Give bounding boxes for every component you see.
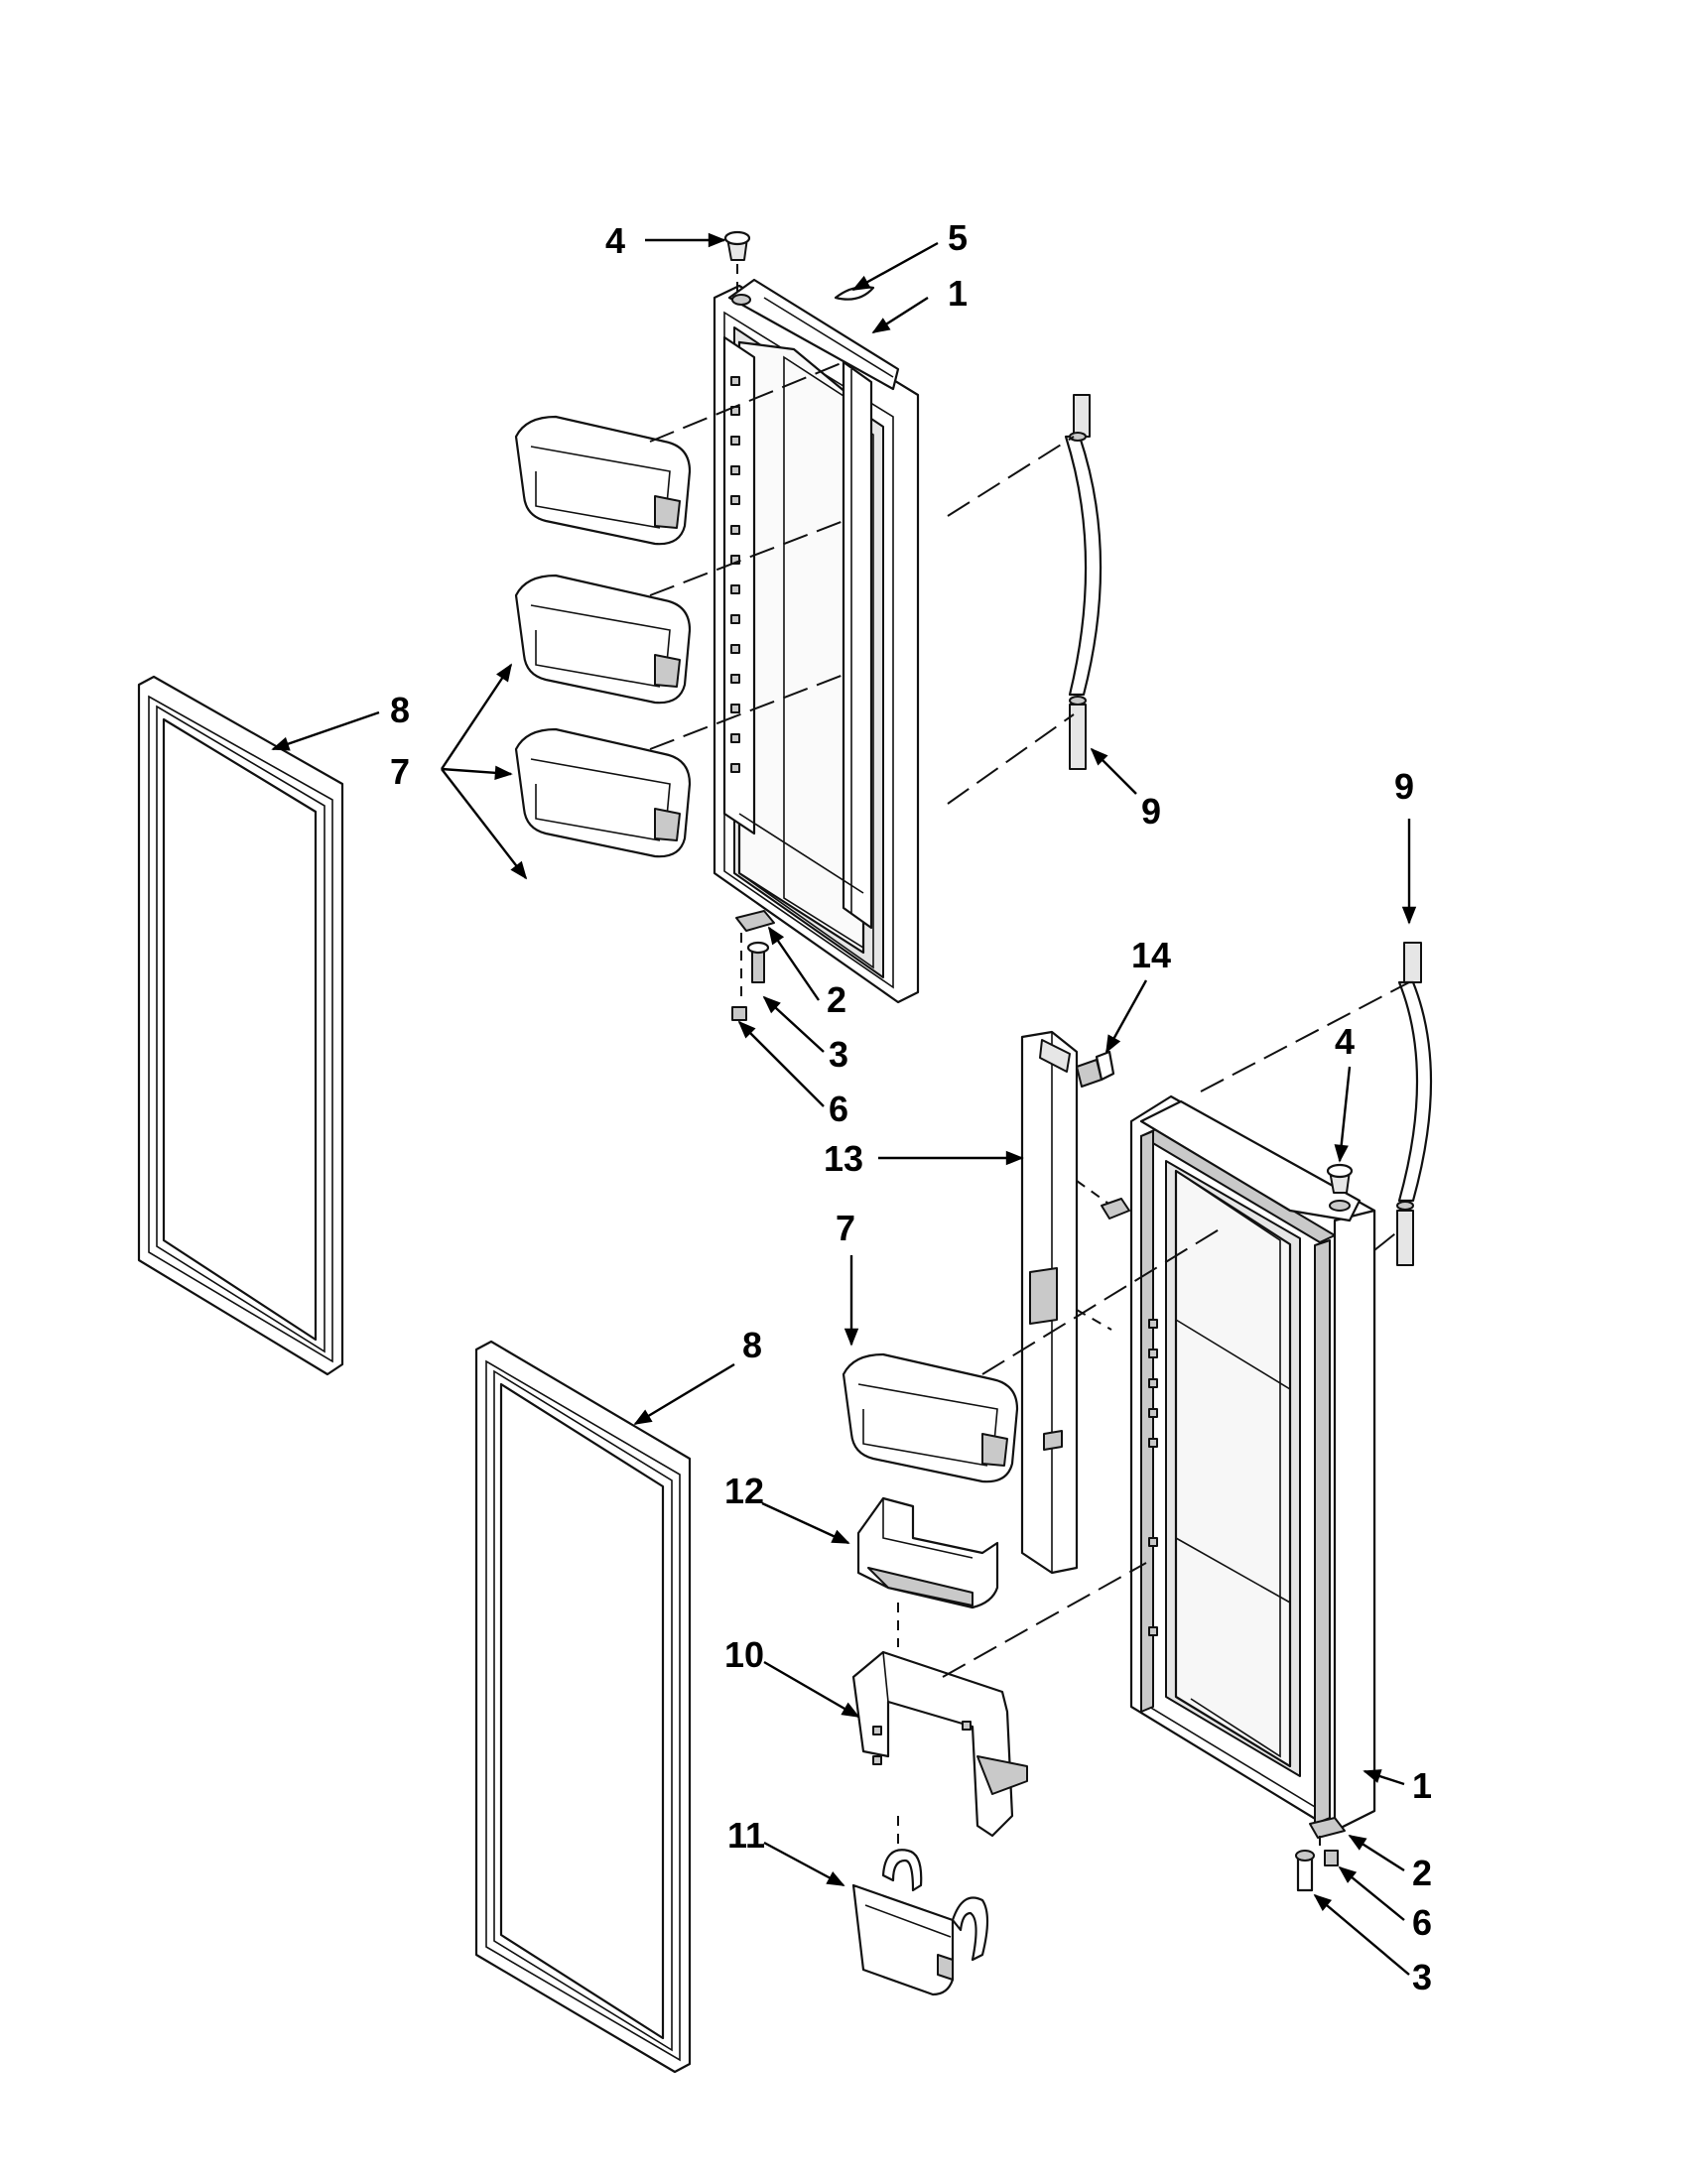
right-door-gasket xyxy=(474,1340,692,2074)
right-door-assembly xyxy=(1101,1094,1376,1892)
callout-3-left: 3 xyxy=(829,1034,848,1075)
callout-9-right: 9 xyxy=(1394,766,1414,807)
callout-10: 10 xyxy=(724,1634,764,1675)
bin-12-part xyxy=(856,1496,999,1609)
left-top-hinge-pin xyxy=(723,230,751,298)
left-handle xyxy=(947,394,1103,805)
right-door-bin xyxy=(842,1352,1019,1483)
callout-2-left: 2 xyxy=(827,979,846,1020)
shelf-peg-holes xyxy=(730,376,740,773)
callout-6-right: 6 xyxy=(1412,1902,1432,1943)
callout-11: 11 xyxy=(727,1815,765,1856)
center-mullion xyxy=(1020,1030,1112,1575)
callout-7-right: 7 xyxy=(836,1208,855,1248)
callout-2-right: 2 xyxy=(1412,1853,1432,1893)
left-door-gasket xyxy=(137,675,344,1376)
callout-3-right: 3 xyxy=(1412,1957,1432,1997)
door-bin xyxy=(514,727,692,858)
callout-4-left: 4 xyxy=(605,220,625,261)
right-top-hinge-pin xyxy=(1326,1163,1354,1194)
callout-14: 14 xyxy=(1131,935,1171,975)
bin-11-part xyxy=(851,1849,989,1996)
callout-7-left: 7 xyxy=(390,751,410,792)
callout-1-left: 1 xyxy=(948,273,968,314)
callout-13: 13 xyxy=(824,1138,863,1179)
right-handle xyxy=(1200,942,1433,1266)
callout-8-left: 8 xyxy=(390,690,410,730)
callout-9-left: 9 xyxy=(1141,791,1161,832)
callout-labels: 4 5 1 8 7 9 2 3 6 9 14 4 13 7 8 12 10 11… xyxy=(390,217,1432,1997)
callout-12: 12 xyxy=(724,1471,764,1511)
bracket-10-part xyxy=(851,1650,1028,1838)
door-bin xyxy=(514,415,692,546)
left-door-bins xyxy=(514,361,844,858)
left-door-assembly xyxy=(713,278,920,1021)
mullion-screw xyxy=(1076,1050,1115,1088)
door-bin xyxy=(514,574,692,705)
callout-6-left: 6 xyxy=(829,1089,848,1129)
callout-4-right: 4 xyxy=(1335,1021,1355,1062)
callout-leaders xyxy=(271,232,1417,1976)
callout-5-left: 5 xyxy=(948,217,968,258)
callout-1-right: 1 xyxy=(1412,1765,1432,1806)
callout-8-right: 8 xyxy=(742,1325,762,1365)
